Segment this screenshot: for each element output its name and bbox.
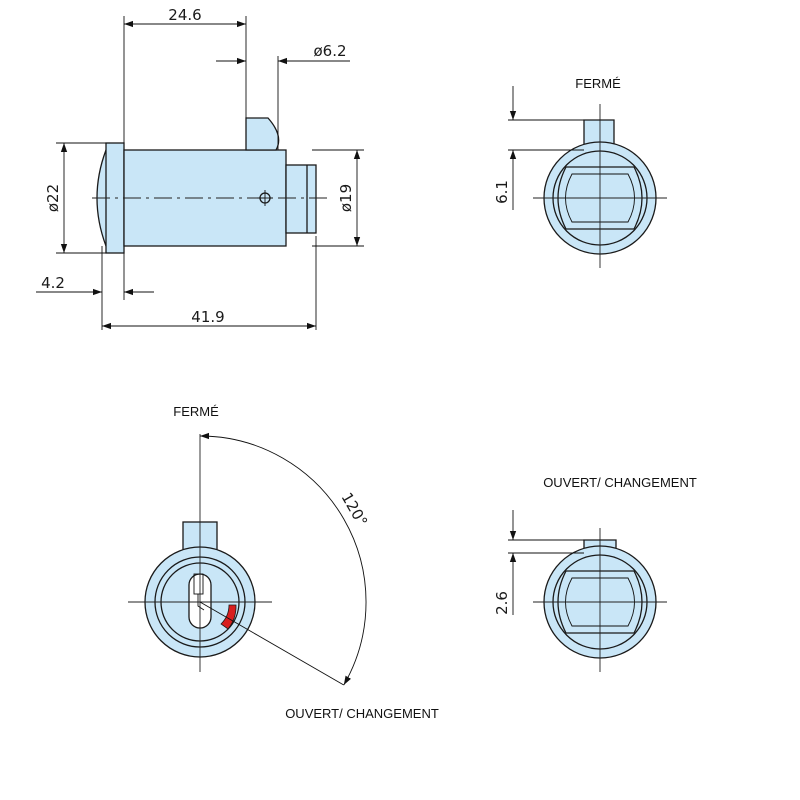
dim-body-diameter: ø19 xyxy=(337,184,355,212)
side-view: 24.6 ø6.2 ø22 ø19 4.2 41.9 xyxy=(36,6,364,330)
keyface-open-label: OUVERT/ CHANGEMENT xyxy=(285,706,439,721)
dim-open-offset: 2.6 xyxy=(493,591,511,615)
dim-cam-diameter: ø6.2 xyxy=(313,42,346,60)
keyface-closed-label: FERMÉ xyxy=(173,404,219,419)
dim-length-to-cam: 24.6 xyxy=(168,6,201,24)
dim-closed-offset: 6.1 xyxy=(493,180,511,204)
front-view-closed: FERMÉ 6.1 xyxy=(493,76,667,268)
dim-flange-thickness: 4.2 xyxy=(41,274,65,292)
keyface-lines xyxy=(128,432,367,686)
open-view-label: OUVERT/ CHANGEMENT xyxy=(543,475,697,490)
keyface-angle-label: 120° xyxy=(338,489,372,529)
closed-view-label: FERMÉ xyxy=(575,76,621,91)
keyface-angle-arc xyxy=(199,432,367,686)
dim-overall-length: 41.9 xyxy=(191,308,224,326)
front-view-open: OUVERT/ CHANGEMENT 2.6 xyxy=(493,475,697,672)
dim-flange-diameter: ø22 xyxy=(44,184,62,212)
key-face-view: FERMÉ OUVERT/ CHANGEMENT 120° xyxy=(128,404,439,721)
side-spigot xyxy=(285,164,317,234)
side-cam-tab xyxy=(245,117,280,151)
